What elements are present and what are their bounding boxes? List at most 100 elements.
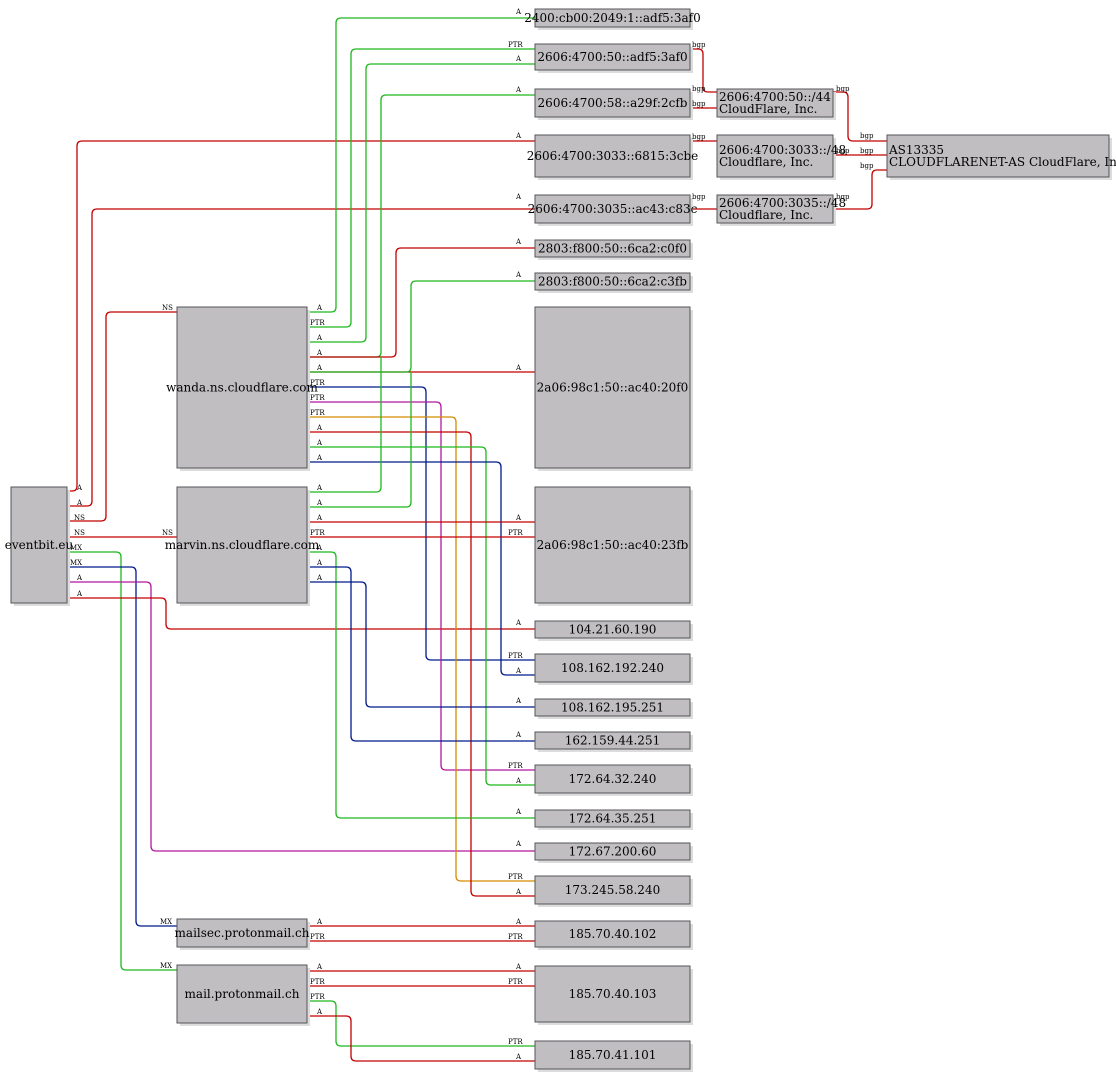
node-label: CLOUDFLARENET-AS CloudFlare, Inc. xyxy=(889,155,1116,169)
edge-label: bgp xyxy=(836,85,850,93)
node-label: mail.protonmail.ch xyxy=(185,987,300,1001)
node-ip-108-251[interactable]: 108.162.195.251 xyxy=(534,698,693,719)
edge-label: A xyxy=(515,86,522,94)
node-label: 2606:4700:50::adf5:3af0 xyxy=(537,50,687,64)
node-label: 185.70.40.102 xyxy=(569,927,657,941)
node-ip-172-67[interactable]: 172.67.200.60 xyxy=(534,842,693,863)
node-label: CloudFlare, Inc. xyxy=(719,102,817,116)
edge-label: PTR xyxy=(508,978,523,986)
node-label: 2803:f800:50::6ca2:c3fb xyxy=(538,275,687,289)
node-ip-162[interactable]: 162.159.44.251 xyxy=(534,731,693,752)
edge-label: A xyxy=(515,888,522,896)
node-box xyxy=(534,1040,691,1070)
edge-5 xyxy=(67,566,177,927)
node-label: 2606:4700:3035::/48 xyxy=(719,196,846,210)
edge-label: A xyxy=(316,544,323,552)
node-box xyxy=(534,731,691,750)
node-label: 2606:4700:58::a29f:2cfb xyxy=(538,96,688,110)
edge-40 xyxy=(833,169,887,210)
node-ip-2606-58[interactable]: 2606:4700:58::a29f:2cfb xyxy=(534,88,693,120)
node-box xyxy=(534,620,691,639)
node-ip-108-240[interactable]: 108.162.192.240 xyxy=(534,653,693,685)
edge-14 xyxy=(307,280,535,373)
edge-label: A xyxy=(515,777,522,785)
node-label: 104.21.60.190 xyxy=(569,623,657,637)
edge-label: A xyxy=(515,619,522,627)
node-ip-173[interactable]: 173.245.58.240 xyxy=(534,875,693,907)
edge-8 xyxy=(307,17,535,313)
node-ip-172-64-32[interactable]: 172.64.32.240 xyxy=(534,764,693,796)
edge-32 xyxy=(307,1000,535,1047)
node-label: 185.70.40.103 xyxy=(569,987,657,1001)
node-box xyxy=(534,8,691,28)
edge-label: bgp xyxy=(692,41,706,49)
edge-label: PTR xyxy=(508,41,523,49)
node-wanda[interactable]: wanda.ns.cloudflare.com xyxy=(166,306,319,471)
edge-label: A xyxy=(515,8,522,16)
edge-label: PTR xyxy=(310,319,325,327)
node-eventbit[interactable]: eventbit.eu xyxy=(5,486,74,606)
node-box xyxy=(534,272,691,291)
edge-label: MX xyxy=(70,544,82,552)
edge-label: A xyxy=(515,667,522,675)
edge-label: A xyxy=(515,238,522,246)
edge-12 xyxy=(307,247,535,358)
edge-label: bgp xyxy=(836,193,850,201)
node-ip-172-64-35[interactable]: 172.64.35.251 xyxy=(534,809,693,830)
node-box xyxy=(534,653,691,683)
edge-label: A xyxy=(316,364,323,372)
node-ip-2803-c3fb[interactable]: 2803:f800:50::6ca2:c3fb xyxy=(534,272,693,293)
edge-label: A xyxy=(515,697,522,705)
edge-33 xyxy=(307,1015,535,1062)
node-box xyxy=(534,698,691,717)
node-ip-185-41[interactable]: 185.70.41.101 xyxy=(534,1040,693,1072)
node-ip-2400[interactable]: 2400:cb00:2049:1::adf5:3af0 xyxy=(524,8,701,30)
graph-edges xyxy=(67,17,887,1062)
node-label: 2a06:98c1:50::ac40:23fb xyxy=(537,538,689,552)
node-mail[interactable]: mail.protonmail.ch xyxy=(176,964,310,1026)
node-label: 172.67.200.60 xyxy=(569,845,657,859)
node-ip-185-103[interactable]: 185.70.40.103 xyxy=(534,965,693,1025)
edge-15 xyxy=(307,386,535,661)
node-ip-185-102[interactable]: 185.70.40.102 xyxy=(534,920,693,950)
edge-label: A xyxy=(515,271,522,279)
edge-label: A xyxy=(316,424,323,432)
edge-label: A xyxy=(515,963,522,971)
edge-label: bgp xyxy=(860,132,874,140)
node-box xyxy=(886,134,1110,178)
edge-label: A xyxy=(76,484,83,492)
edge-label: A xyxy=(515,840,522,848)
node-label: 172.64.35.251 xyxy=(569,812,657,826)
node-ip-2a06-20f0[interactable]: 2a06:98c1:50::ac40:20f0 xyxy=(534,306,693,471)
node-label: marvin.ns.cloudflare.com xyxy=(165,538,320,552)
edge-label: A xyxy=(316,918,323,926)
edge-label: bgp xyxy=(860,162,874,170)
edge-label: A xyxy=(515,514,522,522)
edge-label: PTR xyxy=(508,652,523,660)
node-ip-2a06-23fb[interactable]: 2a06:98c1:50::ac40:23fb xyxy=(534,486,693,606)
node-ip-2606-3033[interactable]: 2606:4700:3033::6815:3cbe xyxy=(527,134,699,180)
edge-27 xyxy=(307,581,535,708)
node-box xyxy=(716,194,834,224)
node-ip-104[interactable]: 104.21.60.190 xyxy=(534,620,693,641)
node-box xyxy=(534,306,691,469)
node-box xyxy=(10,486,68,604)
node-label: 185.70.41.101 xyxy=(569,1048,657,1062)
edge-label: A xyxy=(316,349,323,357)
node-mailsec[interactable]: mailsec.protonmail.ch xyxy=(175,918,310,950)
node-marvin[interactable]: marvin.ns.cloudflare.com xyxy=(165,486,320,606)
edge-label: A xyxy=(515,364,522,372)
node-ip-2606-50[interactable]: 2606:4700:50::adf5:3af0 xyxy=(534,43,693,73)
edge-label: MX xyxy=(70,559,82,567)
node-ip-2606-3035[interactable]: 2606:4700:3035::ac43:c83c xyxy=(528,194,698,226)
node-label: 2400:cb00:2049:1::adf5:3af0 xyxy=(524,11,700,25)
node-ip-2803-c0f0[interactable]: 2803:f800:50::6ca2:c0f0 xyxy=(534,239,693,260)
node-label: Cloudflare, Inc. xyxy=(719,155,813,169)
node-box xyxy=(716,134,834,178)
edge-label: bgp xyxy=(692,85,706,93)
edge-label: A xyxy=(76,499,83,507)
